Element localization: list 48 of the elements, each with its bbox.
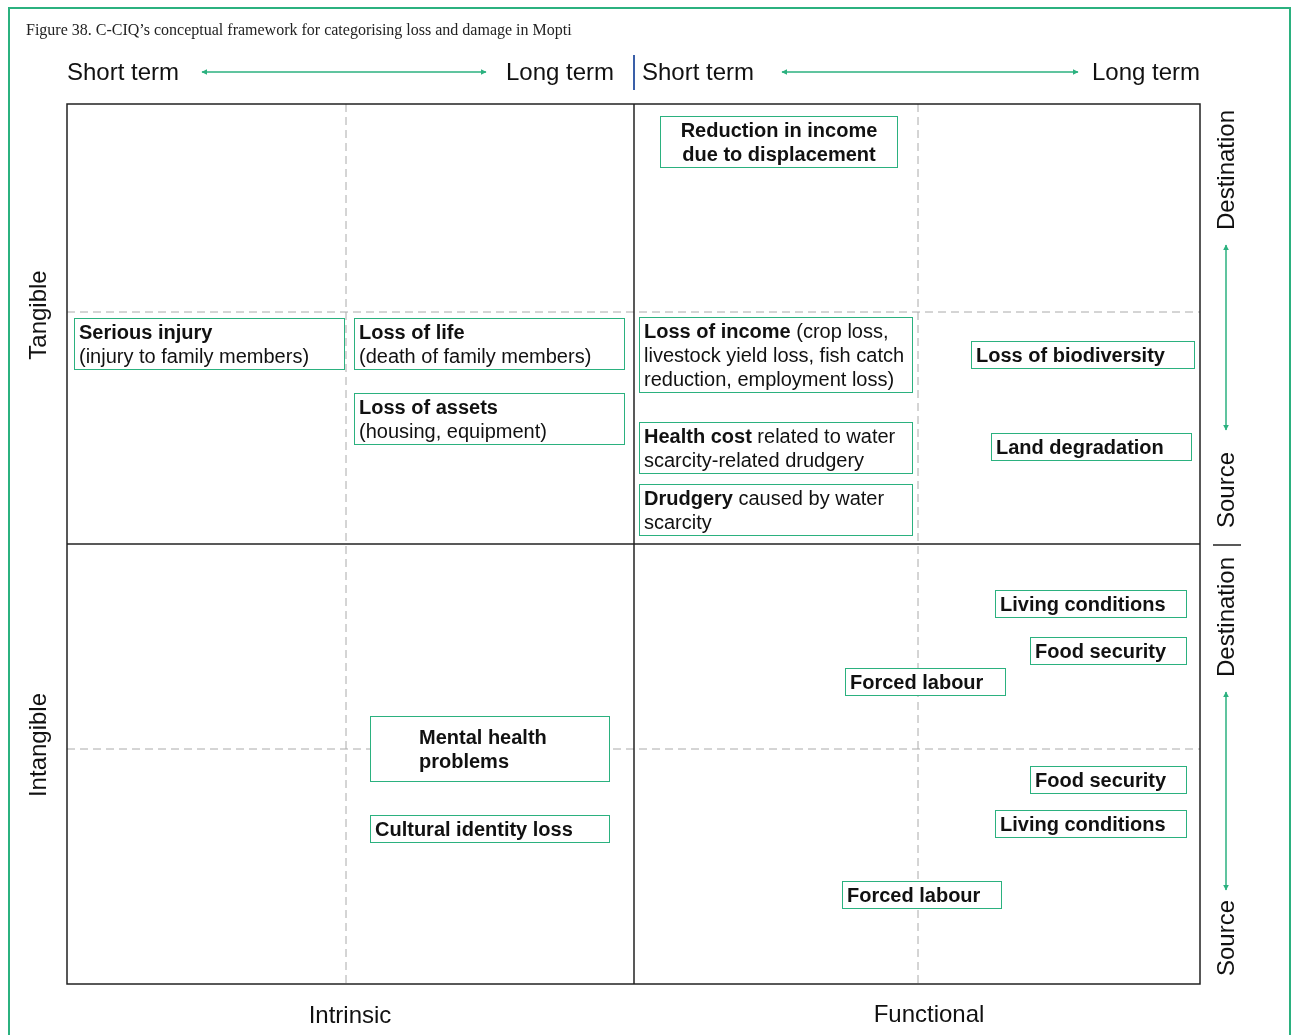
axis-label: Source: [1212, 900, 1240, 976]
category-box: [842, 881, 1002, 909]
category-box: [354, 393, 625, 445]
category-box: [660, 116, 898, 168]
category-box: [991, 433, 1192, 461]
category-text: Land degradation: [996, 435, 1165, 459]
axis-label: Destination: [1212, 556, 1240, 678]
category-text: Food security: [1035, 768, 1168, 792]
category-text: Cultural identity loss: [375, 817, 574, 841]
category-box: [370, 815, 610, 843]
axis-label: Functional: [873, 1000, 985, 1028]
category-heading: Serious injury: [79, 320, 214, 344]
axis-label: Long term: [1092, 58, 1201, 86]
category-text: Drudgery caused by water scarcity: [644, 486, 886, 534]
axis-label: Tangible: [24, 270, 52, 360]
category-text: Mental health problems: [419, 725, 548, 773]
category-box: [639, 484, 913, 536]
category-text: Forced labour: [847, 883, 982, 907]
category-description: (death of family members): [359, 344, 593, 368]
category-text: Reduction in income due to displacement: [679, 118, 879, 166]
category-text: Living conditions: [1000, 592, 1167, 616]
axis-label: Long term: [506, 58, 615, 86]
category-box: [995, 590, 1187, 618]
figure-title: Figure 38. C-CIQ’s conceptual framework for categorising loss and damage in Mopti: [26, 21, 572, 39]
category-box: [971, 341, 1195, 369]
category-heading: Loss of life: [359, 320, 466, 344]
category-box: [995, 810, 1187, 838]
category-description: (housing, equipment): [359, 419, 548, 443]
category-text: Health cost related to water scarcity-related drudgery: [644, 424, 897, 472]
category-text: Living conditions: [1000, 812, 1167, 836]
category-text: Loss of income (crop loss, livestock yield loss, fish catch reduction, employment loss): [644, 319, 906, 391]
axis-label: Intrinsic: [308, 1001, 392, 1029]
category-box: [370, 716, 610, 782]
category-description: (injury to family members): [79, 344, 311, 368]
axis-label: Destination: [1212, 109, 1240, 231]
category-box: [1030, 766, 1187, 794]
category-box: [74, 318, 345, 370]
axis-label: Short term: [67, 58, 180, 86]
axis-label: Intangible: [24, 692, 52, 798]
category-text: Food security: [1035, 639, 1168, 663]
category-box: [845, 668, 1006, 696]
category-text: Loss of biodiversity: [976, 343, 1166, 367]
category-heading: Loss of assets: [359, 395, 499, 419]
category-box: [354, 318, 625, 370]
axis-label: Short term: [642, 58, 755, 86]
axis-label: Source: [1212, 452, 1240, 528]
category-text: Forced labour: [850, 670, 985, 694]
category-box: [1030, 637, 1187, 665]
